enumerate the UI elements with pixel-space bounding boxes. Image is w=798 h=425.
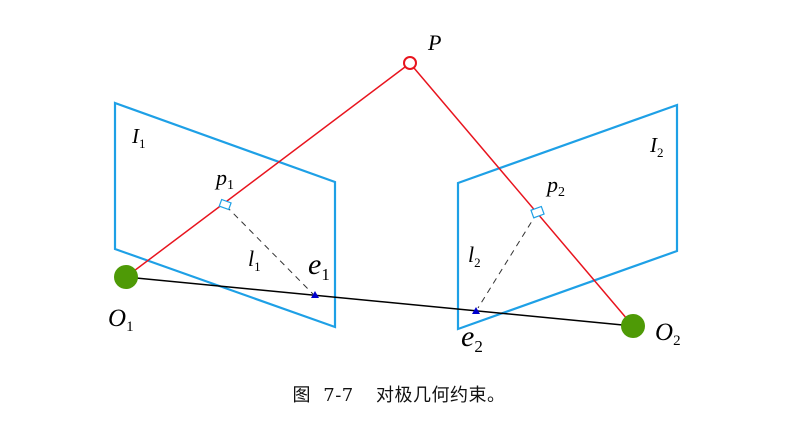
epipolar-line-1	[225, 205, 314, 295]
label-l1: l1	[248, 246, 261, 274]
point-p2-marker	[530, 205, 545, 219]
label-e1: e1	[308, 248, 330, 284]
point-p1-marker	[218, 198, 232, 211]
epipolar-line-2	[477, 212, 538, 309]
label-I2: I2	[649, 133, 664, 160]
camera-center-O1	[114, 265, 138, 289]
world-point-P	[403, 56, 417, 70]
image-plane-2	[456, 103, 679, 331]
label-p2: p2	[545, 172, 565, 200]
caption-number: 7-7	[323, 385, 354, 406]
ray-O2-P	[413, 67, 634, 327]
label-O1: O1	[108, 305, 134, 335]
camera-center-O2	[621, 314, 645, 338]
epipole-e1-marker	[311, 291, 319, 298]
label-I1: I1	[131, 124, 146, 151]
caption-text: 对极几何约束。	[375, 385, 506, 406]
ray-O1-P	[125, 66, 406, 278]
label-O2: O2	[655, 319, 681, 349]
image-plane-1	[113, 101, 337, 329]
figure-caption: 图 7-7 对极几何约束。	[0, 381, 798, 407]
caption-prefix: 图	[292, 385, 312, 406]
baseline	[125, 276, 634, 327]
label-P: P	[427, 30, 441, 55]
label-l2: l2	[468, 242, 481, 270]
label-p1: p1	[214, 165, 234, 193]
epipole-e2-marker	[472, 307, 480, 314]
label-e2: e2	[461, 320, 483, 356]
